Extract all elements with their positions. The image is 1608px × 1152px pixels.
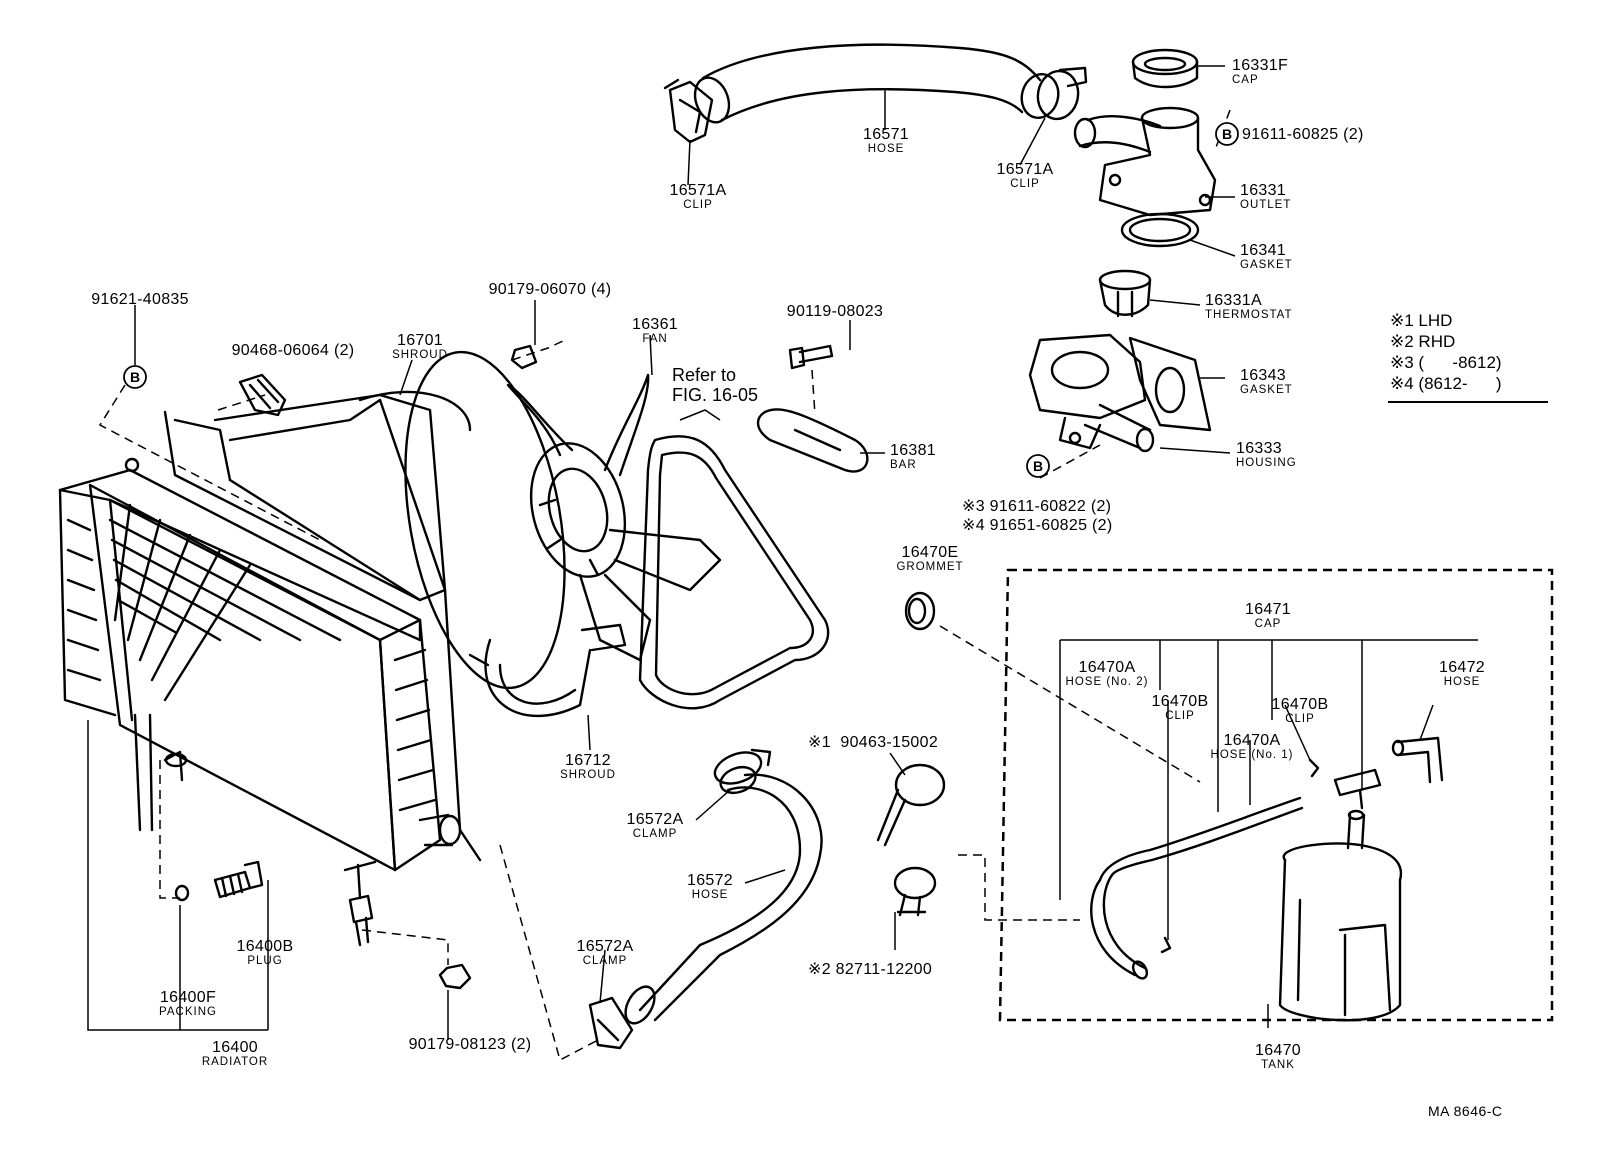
hose-16470a-no1	[1148, 796, 1304, 862]
gasket-16343	[1128, 336, 1212, 432]
legend: ※1 LHD ※2 RHD ※3 ( -8612) ※4 (8612- )	[1390, 310, 1502, 394]
legend-item: ※4 (8612- )	[1390, 374, 1502, 393]
shroud-16712	[468, 623, 627, 717]
clip-16571a-right	[1036, 66, 1088, 121]
clamp-90463	[876, 763, 946, 847]
clip-16571a-left	[663, 78, 714, 144]
legend-item: ※1 LHD	[1390, 311, 1453, 330]
bar-16381	[756, 408, 869, 473]
label-bolt-90119: 90119-08023	[786, 303, 884, 320]
ref-marker-b-text: B	[1033, 458, 1043, 474]
radiator-16400	[58, 457, 462, 872]
hose-16470a-no2	[1090, 848, 1154, 980]
shroud-16701	[163, 350, 566, 862]
cap-16471	[1333, 768, 1382, 810]
legend-item: ※3 ( -8612)	[1390, 353, 1502, 372]
clip-90468	[238, 373, 287, 417]
legend-item: ※2 RHD	[1390, 332, 1456, 351]
clamp-16572a-bottom	[588, 996, 634, 1050]
ref-marker-b-housing	[1026, 454, 1050, 478]
drive-belt	[638, 435, 830, 710]
hose-16571	[693, 43, 1060, 124]
drain-cock	[343, 860, 377, 947]
label-clamp-90463: ※1 90463-15002	[808, 734, 939, 751]
ref-marker-b-text: B	[130, 369, 140, 385]
nut-90179-06070	[510, 344, 538, 370]
packing-16400f	[174, 884, 190, 902]
label-bolt-91651-60825: ※4 91651-60825 (2)	[962, 517, 1113, 534]
ref-marker-b-top	[1215, 122, 1239, 146]
clip-16470b	[1160, 758, 1320, 954]
label-nut-90179-08123: 90179-08123 (2)	[408, 1036, 532, 1053]
outlet-16331	[1073, 106, 1217, 248]
cap-16331f	[1131, 48, 1199, 89]
hose-16472	[1391, 736, 1444, 784]
tank-16470	[1278, 809, 1403, 1022]
label-clip-90468: 90468-06064 (2)	[231, 342, 355, 359]
fan-16361	[506, 373, 722, 662]
clamp-82711	[893, 866, 937, 917]
label-clamp-82711: ※2 82711-12200	[808, 961, 933, 978]
clamp-16572a-top	[713, 748, 772, 785]
housing-16333	[1028, 333, 1155, 453]
label-bolt-91611-60822: ※3 91611-60822 (2)	[962, 498, 1112, 515]
thermostat-16331a	[1098, 269, 1152, 318]
figure-code: MA 8646-C	[1428, 1103, 1503, 1119]
ref-marker-b-text: B	[1222, 126, 1232, 142]
nut-90179-08123	[438, 963, 472, 990]
label-nut-90179-06070: 90179-06070 (4)	[488, 281, 612, 298]
ref-marker-b-left	[123, 365, 147, 389]
label-bolt-91611-60825: 91611-60825 (2)	[1242, 126, 1364, 143]
grommet-16470e	[904, 591, 936, 631]
plug-16400b	[213, 860, 264, 899]
bolt-90119	[788, 344, 834, 370]
label-bolt-91621: 91621-40835	[91, 291, 189, 308]
